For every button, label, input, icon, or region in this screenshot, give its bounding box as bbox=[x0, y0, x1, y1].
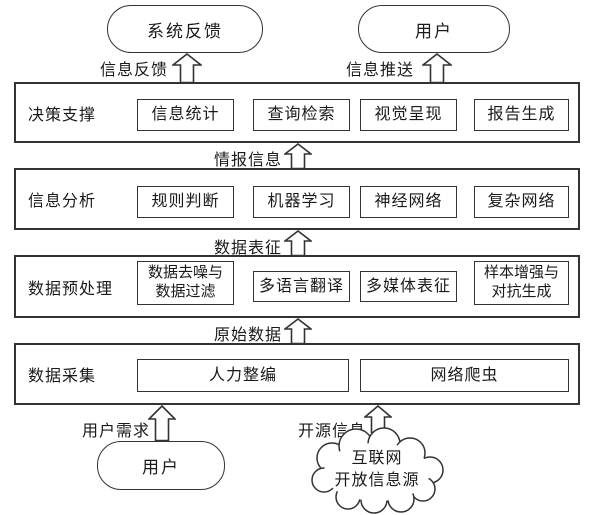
box-info-statistics: 信息统计 bbox=[137, 99, 234, 131]
layer-data-preprocessing-label: 数据预处理 bbox=[28, 280, 114, 298]
box-rule-judgment: 规则判断 bbox=[137, 186, 234, 218]
box-label-line1: 数据去噪与 bbox=[147, 265, 223, 281]
box-sample-augmentation: 样本增强与 对抗生成 bbox=[474, 261, 569, 305]
edge-label-info-push: 信息推送 bbox=[345, 62, 414, 79]
box-complex-network: 复杂网络 bbox=[474, 186, 569, 218]
edge-label-info-feedback: 信息反馈 bbox=[99, 62, 168, 79]
box-label: 人力整编 bbox=[208, 366, 277, 384]
edge-label-user-demand: 用户需求 bbox=[82, 423, 151, 440]
layer-decision-support: 决策支撑 信息统计 查询检索 视觉呈现 报告生成 bbox=[14, 82, 580, 143]
cloud-label-line1: 互联网 bbox=[351, 450, 403, 467]
box-label: 网络爬虫 bbox=[430, 366, 499, 384]
box-denoise-filter: 数据去噪与 数据过滤 bbox=[137, 261, 234, 305]
box-label: 查询检索 bbox=[267, 106, 336, 123]
box-label-line1: 样本增强与 bbox=[483, 265, 559, 281]
edge-label-intel-info: 情报信息 bbox=[213, 152, 282, 169]
arrow-up-icon bbox=[284, 318, 312, 344]
edge-label-raw-data: 原始数据 bbox=[213, 327, 282, 344]
node-user-top: 用户 bbox=[358, 5, 510, 53]
node-system-feedback-label: 系统反馈 bbox=[147, 21, 223, 41]
box-label: 视觉呈现 bbox=[374, 106, 443, 123]
cloud-icon bbox=[311, 427, 444, 514]
layer-data-collection: 数据采集 人力整编 网络爬虫 bbox=[14, 343, 580, 405]
node-user-bottom-label: 用户 bbox=[142, 458, 180, 477]
layer-information-analysis-label: 信息分析 bbox=[28, 193, 97, 210]
layer-decision-support-label: 决策支撑 bbox=[28, 106, 97, 124]
box-label: 神经网络 bbox=[374, 193, 443, 210]
edge-label-data-representation: 数据表征 bbox=[213, 240, 282, 257]
arrow-up-icon bbox=[422, 53, 452, 83]
cloud-label-line2: 开放信息源 bbox=[334, 472, 420, 489]
node-user-top-label: 用户 bbox=[415, 21, 453, 41]
box-report-generation: 报告生成 bbox=[474, 99, 569, 131]
layer-information-analysis: 信息分析 规则判断 机器学习 神经网络 复杂网络 bbox=[14, 168, 580, 230]
layer-data-preprocessing: 数据预处理 数据去噪与 数据过滤 多语言翻译 多媒体表征 样本增强与 对抗生成 bbox=[14, 255, 580, 318]
box-neural-network: 神经网络 bbox=[360, 186, 457, 218]
box-multilingual-translation: 多语言翻译 bbox=[253, 271, 350, 302]
box-label: 多语言翻译 bbox=[258, 277, 344, 295]
box-label: 机器学习 bbox=[267, 193, 336, 210]
arrow-up-icon bbox=[284, 143, 312, 169]
node-internet-cloud-label: 互联网 开放信息源 bbox=[306, 448, 448, 492]
box-query-retrieval: 查询检索 bbox=[253, 99, 350, 131]
box-manual-compilation: 人力整编 bbox=[137, 359, 349, 392]
box-label: 信息统计 bbox=[151, 106, 220, 123]
node-user-bottom: 用户 bbox=[97, 441, 225, 490]
box-label-line2: 对抗生成 bbox=[491, 284, 552, 300]
box-multimedia-representation: 多媒体表征 bbox=[360, 271, 457, 302]
arrow-up-icon bbox=[284, 230, 312, 256]
box-label: 多媒体表征 bbox=[365, 277, 451, 295]
arrow-up-icon bbox=[148, 405, 176, 441]
box-label: 复杂网络 bbox=[487, 193, 556, 210]
node-system-feedback: 系统反馈 bbox=[107, 5, 263, 53]
box-machine-learning: 机器学习 bbox=[253, 186, 350, 218]
box-label-line2: 数据过滤 bbox=[155, 284, 216, 300]
layer-data-collection-label: 数据采集 bbox=[28, 368, 97, 385]
box-label: 规则判断 bbox=[151, 193, 220, 210]
box-visual-presentation: 视觉呈现 bbox=[360, 99, 457, 131]
box-web-crawler: 网络爬虫 bbox=[360, 359, 569, 392]
arrow-up-icon bbox=[172, 53, 202, 83]
box-label: 报告生成 bbox=[487, 106, 556, 123]
